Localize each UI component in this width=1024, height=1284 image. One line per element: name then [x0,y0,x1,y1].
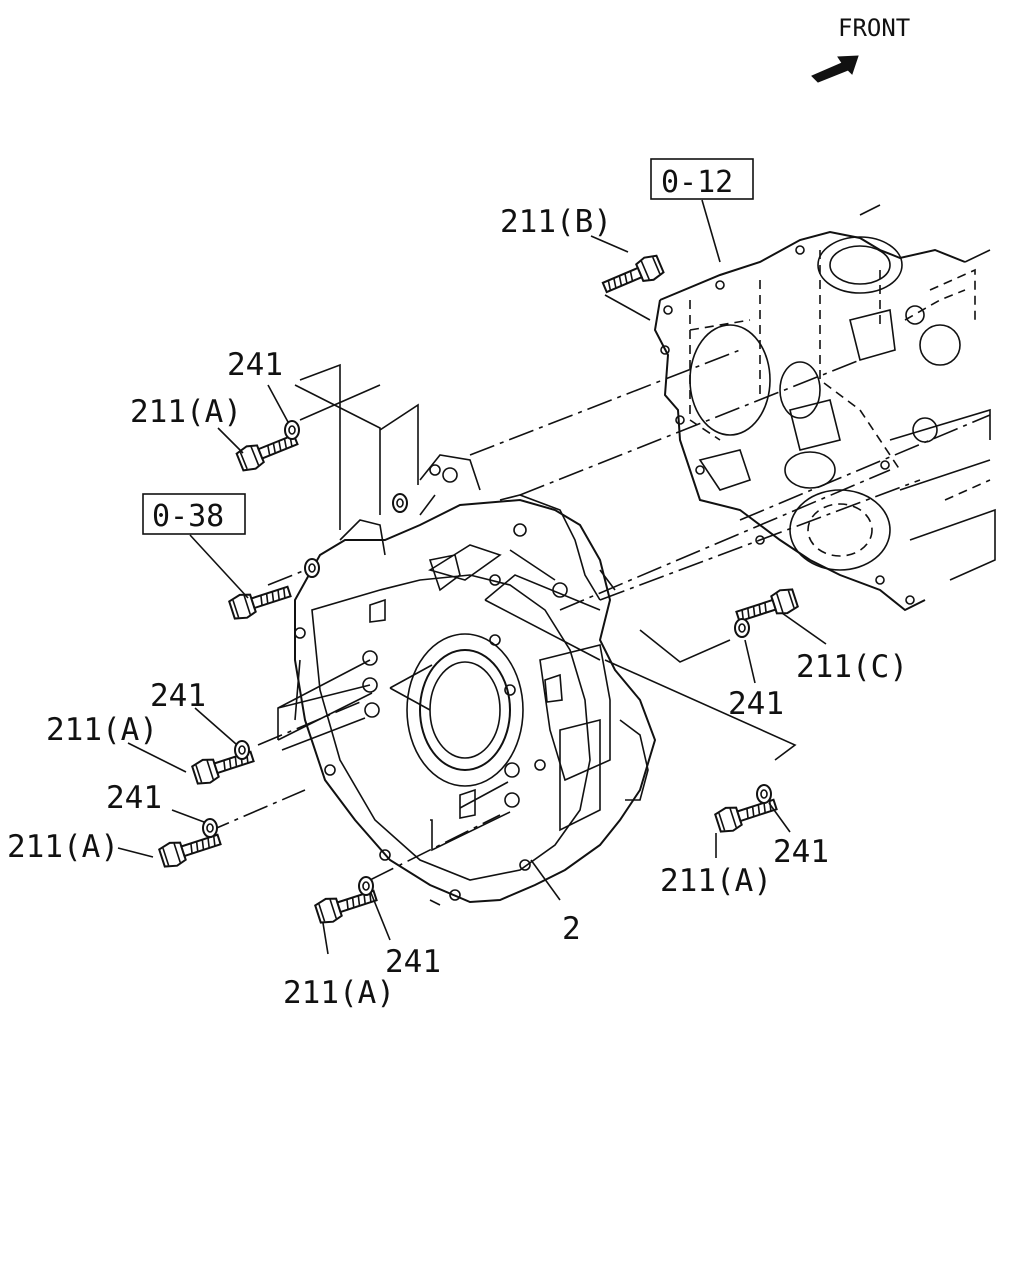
alignment-lines [204,294,991,881]
callout-label[interactable]: 2 [562,911,581,947]
washer-icon [234,740,250,760]
washer-icon [358,876,374,896]
washer-icon [756,784,772,804]
callout-label[interactable]: 241 [106,780,162,816]
front-label: FRONT [838,14,910,42]
callout-label[interactable]: 211(A) [130,394,242,430]
callout-label[interactable]: 211(A) [283,975,395,1011]
callout-leaders [117,199,827,955]
callout-labels: 211(B) 241 211(A) 241 211(A) 241 211(A) … [7,204,908,1011]
front-indicator: FRONT [811,14,910,83]
callout-label[interactable]: 211(C) [796,649,908,685]
callout-label[interactable]: 211(A) [7,829,119,865]
cylinder-block-icon [653,204,996,612]
washer-icon [202,818,218,838]
callout-label[interactable]: 241 [728,686,784,722]
callout-label[interactable]: 241 [385,944,441,980]
callout-label[interactable]: 211(A) [46,712,158,748]
callout-label[interactable]: 241 [227,347,283,383]
reference-label: 0-12 [661,165,733,200]
washer-icon [734,618,750,638]
washer-icon [304,558,320,578]
callout-label[interactable]: 241 [773,834,829,870]
callout-label[interactable]: 211(A) [660,863,772,899]
callout-label[interactable]: 241 [150,678,206,714]
washer-icon [284,420,300,440]
washer-icon [392,493,408,513]
flywheel-housing-icon [294,454,657,906]
reference-label: 0-38 [152,499,224,534]
front-arrow-icon [811,55,859,83]
reference-box-0-12[interactable]: 0-12 [650,158,754,200]
callout-label[interactable]: 211(B) [500,204,612,240]
bolt-icon [599,251,666,300]
reference-box-0-38[interactable]: 0-38 [142,493,246,535]
